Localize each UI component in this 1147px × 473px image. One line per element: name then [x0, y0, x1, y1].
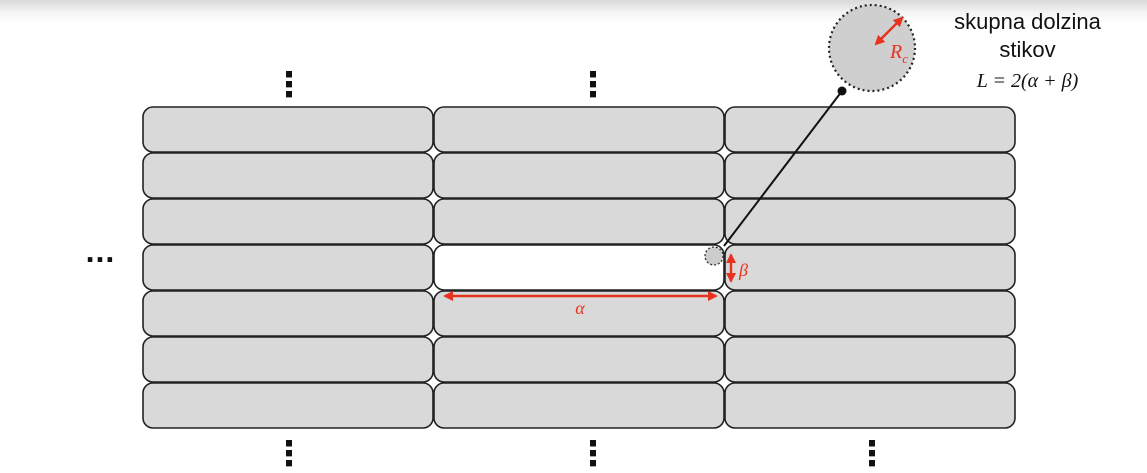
grid-cell: [724, 106, 1016, 153]
missing-cell: [433, 244, 725, 291]
radius-label: Rc: [889, 41, 908, 66]
radius-symbol: R: [889, 41, 902, 63]
grid-cell: [433, 382, 725, 429]
grid-cell: [433, 198, 725, 245]
beta-label: β: [738, 260, 748, 280]
grid-cell: [142, 382, 434, 429]
grid-cell: [724, 198, 1016, 245]
grid-cell: [142, 290, 434, 337]
grid-cell: [433, 152, 725, 199]
grid-cell: [142, 336, 434, 383]
ellipsis-top-middle: ⋮: [576, 65, 610, 105]
grid-cell: [142, 152, 434, 199]
ellipsis-left: ...: [85, 239, 115, 269]
grid-cell: [724, 336, 1016, 383]
annotation-title-line1: skupna dolzina: [954, 9, 1101, 34]
grid-cell: [142, 198, 434, 245]
grid-cell: [433, 106, 725, 153]
grid-cell: [433, 336, 725, 383]
connector-line: [723, 90, 843, 247]
grid-cell: [142, 244, 434, 291]
cell-grid: [142, 106, 1016, 429]
radius-subscript: c: [902, 51, 908, 66]
alpha-label: α: [575, 298, 585, 318]
annotation-title-line2: stikov: [999, 37, 1056, 62]
grid-cell: [724, 290, 1016, 337]
ellipsis-top-left: ⋮: [272, 65, 306, 105]
connector-dot: [837, 86, 847, 96]
grid-cell: [142, 106, 434, 153]
grid-cell: [724, 382, 1016, 429]
ellipsis-bottom-right: ⋮: [855, 434, 889, 473]
radius-arrow: [874, 16, 904, 46]
annotation-formula: L = 2(α + β): [976, 70, 1079, 92]
grid-cell: [724, 244, 1016, 291]
contact-probe-small: [704, 246, 724, 266]
ellipsis-bottom-left: ⋮: [272, 434, 306, 473]
grid-cell: [724, 152, 1016, 199]
ellipsis-bottom-middle: ⋮: [576, 434, 610, 473]
